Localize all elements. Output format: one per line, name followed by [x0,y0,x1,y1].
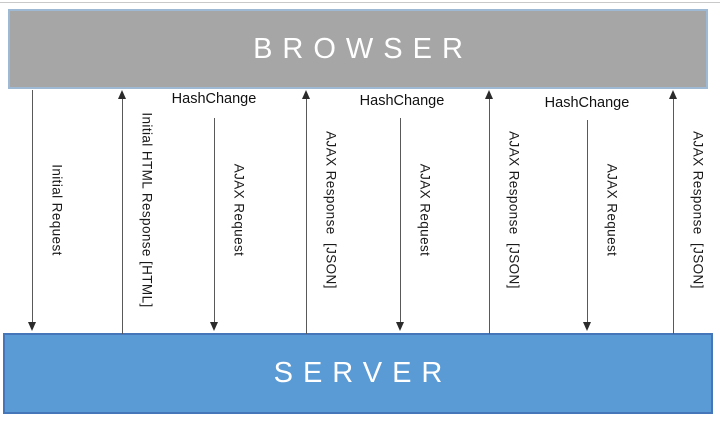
arrowhead-up-icon [485,90,493,99]
arrow-label: AJAX Request [604,163,620,257]
hashchange-label: HashChange [171,91,257,107]
arrowhead-down-icon [396,322,404,331]
arrowhead-up-icon [669,90,677,99]
arrow-label: AJAX Response [JSON] [323,131,339,289]
server-bar: SERVER [3,333,713,414]
arrow-line [400,118,401,322]
arrow-label: AJAX Response [JSON] [506,131,522,289]
browser-bar: BROWSER [8,9,708,89]
arrow-line [306,99,307,334]
arrow-line [32,90,33,322]
arrow-line [587,120,588,322]
arrow-line [489,99,490,334]
arrow-label: AJAX Response [JSON] [690,131,706,289]
arrowhead-down-icon [210,322,218,331]
arrow-label: Initial HTML Response [HTML] [139,112,155,308]
arrowhead-down-icon [28,322,36,331]
arrow-label: AJAX Request [417,163,433,257]
arrow-line [673,99,674,334]
server-bar-label: SERVER [273,357,453,389]
arrow-label: AJAX Request [231,163,247,257]
hashchange-label: HashChange [544,95,630,111]
arrow-line [214,118,215,322]
arrowhead-up-icon [118,90,126,99]
arrowhead-up-icon [302,90,310,99]
top-divider [0,2,720,3]
arrowhead-down-icon [583,322,591,331]
hashchange-label: HashChange [359,93,445,109]
arrow-label: Initial Request [49,164,65,256]
arrow-line [122,99,123,334]
browser-bar-label: BROWSER [253,32,473,65]
